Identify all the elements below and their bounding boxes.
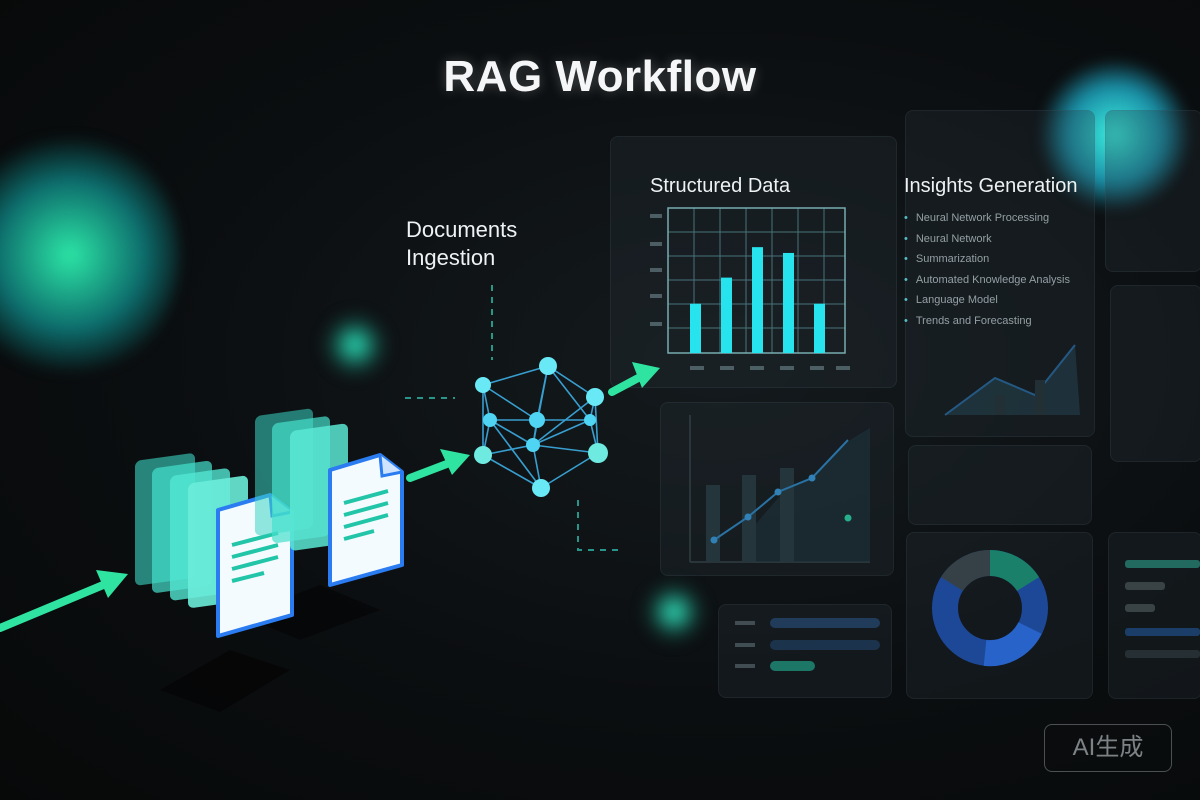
arrow-network-to-structured [608, 362, 660, 396]
panel-far-right-2 [1110, 285, 1200, 462]
structured-bar [752, 247, 763, 353]
watermark-badge: AI生成 [1044, 724, 1172, 772]
arrow-into-documents [0, 570, 128, 632]
label-structured-data: Structured Data [650, 175, 791, 197]
doc-stack-shadow-right [240, 585, 380, 640]
bottom-progress-bars [735, 618, 880, 671]
glow-orb-top-right [1040, 60, 1190, 210]
glow-orb-small [320, 310, 390, 380]
insights-area-chart [944, 344, 1080, 416]
document-file-icon-right [328, 453, 404, 587]
insight-item: Automated Knowledge Analysis [904, 270, 1070, 291]
doc-stack-shadow-left [160, 650, 290, 712]
label-documents-ingestion: Documents Ingestion [406, 216, 517, 272]
far-right-bars [1125, 560, 1200, 658]
insight-item: Neural Network [904, 229, 1070, 250]
background-line-chart [689, 415, 870, 563]
label-insights-generation: Insights Generation [904, 175, 1078, 197]
insight-item: Summarization [904, 249, 1070, 270]
glow-orb-left [0, 130, 180, 380]
arrow-documents-to-network [406, 449, 470, 482]
structured-bar [721, 277, 732, 353]
insight-item: Language Model [904, 290, 1070, 311]
panel-far-right [1105, 110, 1200, 272]
panel-middle-right [908, 445, 1092, 525]
label-ingestion: Ingestion [406, 245, 496, 270]
insights-list: Neural Network Processing Neural Network… [904, 208, 1070, 331]
glow-orb-bottom [640, 578, 708, 646]
label-documents: Documents [406, 217, 518, 242]
insight-item: Trends and Forecasting [904, 311, 1070, 332]
insight-item: Neural Network Processing [904, 208, 1070, 229]
dashed-connectors [405, 285, 620, 551]
structured-bar [814, 303, 825, 353]
structured-bar [690, 303, 701, 353]
neural-network-graph [474, 357, 608, 497]
panel-bottom-right [1108, 532, 1200, 699]
diagram-title: RAG Workflow [443, 52, 757, 101]
structured-bar [783, 252, 794, 353]
structured-bars [690, 247, 825, 353]
structured-data-chart [650, 207, 850, 370]
donut-chart [932, 550, 1048, 667]
